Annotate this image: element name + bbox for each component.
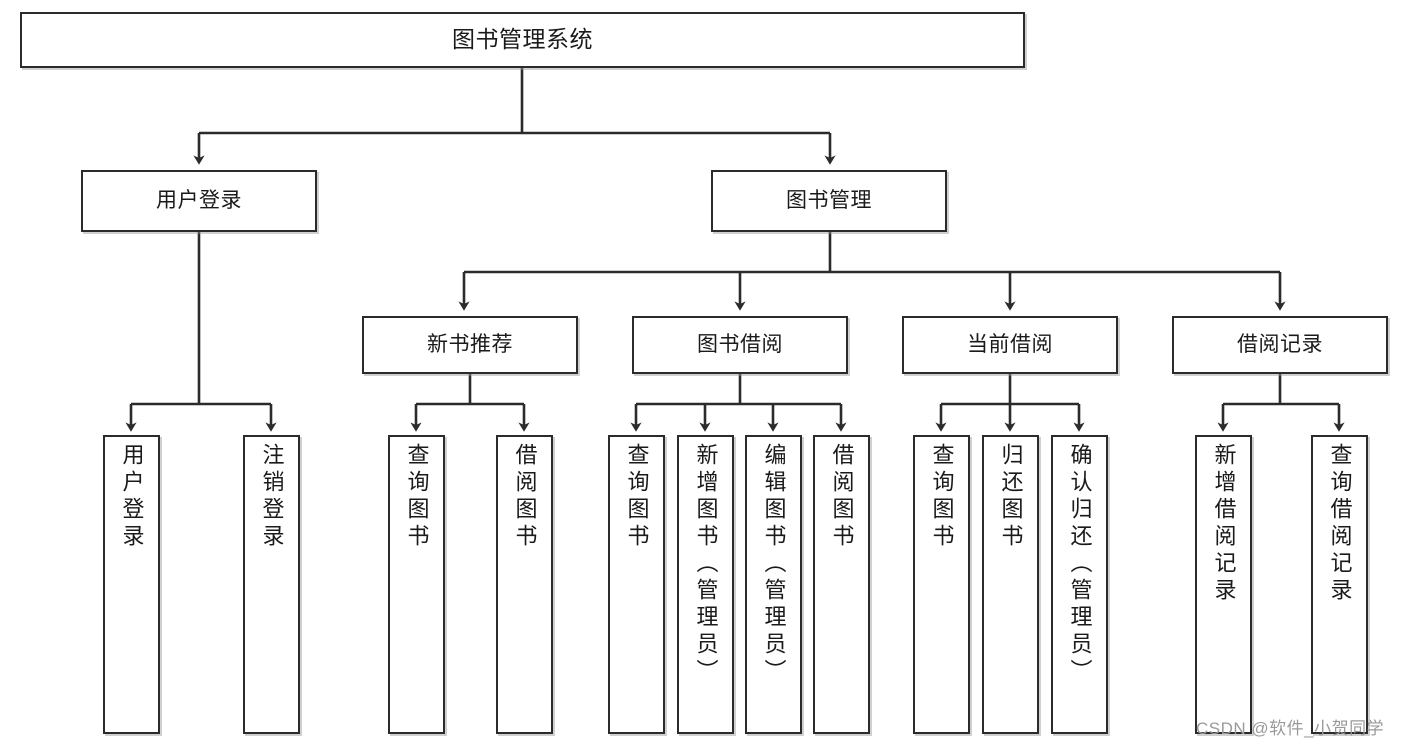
leaf-borrow-record-add-record[interactable]: 新增借阅记录 bbox=[1195, 435, 1252, 734]
node-label: 借阅图书 bbox=[512, 443, 538, 551]
leaf-current-borrow-query-books[interactable]: 查询图书 bbox=[913, 435, 970, 734]
node-label: 图书管理 bbox=[786, 189, 872, 213]
node-label: 新增借阅记录 bbox=[1211, 443, 1237, 605]
node-label: 查询图书 bbox=[624, 443, 650, 551]
node-label: 借阅图书 bbox=[829, 443, 855, 551]
leaf-current-borrow-return-books[interactable]: 归还图书 bbox=[982, 435, 1039, 734]
leaf-book-borrow-edit-book-admin[interactable]: 编辑图书（管理员） bbox=[745, 435, 802, 734]
node-label: 查询图书 bbox=[404, 443, 430, 551]
node-label: 注销登录 bbox=[259, 443, 285, 551]
leaf-new-book-query-books[interactable]: 查询图书 bbox=[388, 435, 445, 734]
node-label: 用户登录 bbox=[156, 189, 242, 213]
node-label: 新增图书（管理员） bbox=[693, 443, 719, 686]
node-label: 新书推荐 bbox=[427, 333, 513, 357]
node-label: 借阅记录 bbox=[1237, 333, 1323, 357]
node-label: 查询图书 bbox=[929, 443, 955, 551]
node-user-login[interactable]: 用户登录 bbox=[81, 170, 317, 232]
leaf-book-borrow-add-book-admin[interactable]: 新增图书（管理员） bbox=[677, 435, 734, 734]
node-label: 图书管理系统 bbox=[452, 26, 593, 53]
node-label: 用户登录 bbox=[119, 443, 145, 551]
node-label: 图书借阅 bbox=[697, 333, 783, 357]
leaf-user-login-logout[interactable]: 注销登录 bbox=[243, 435, 300, 734]
node-current-borrowing[interactable]: 当前借阅 bbox=[902, 316, 1118, 374]
leaf-book-borrow-query-books[interactable]: 查询图书 bbox=[608, 435, 665, 734]
node-label: 编辑图书（管理员） bbox=[761, 443, 787, 686]
leaf-current-borrow-confirm-return-admin[interactable]: 确认归还（管理员） bbox=[1051, 435, 1108, 734]
node-borrowing-record[interactable]: 借阅记录 bbox=[1172, 316, 1388, 374]
node-book-management[interactable]: 图书管理 bbox=[711, 170, 947, 232]
node-new-book-recommendation[interactable]: 新书推荐 bbox=[362, 316, 578, 374]
node-label: 查询借阅记录 bbox=[1327, 443, 1353, 605]
leaf-user-login-login[interactable]: 用户登录 bbox=[103, 435, 160, 734]
leaf-borrow-record-query-record[interactable]: 查询借阅记录 bbox=[1311, 435, 1368, 734]
node-book-borrowing[interactable]: 图书借阅 bbox=[632, 316, 848, 374]
watermark-text: CSDN @软件_小贺同学 bbox=[1196, 719, 1385, 738]
leaf-book-borrow-borrow-books[interactable]: 借阅图书 bbox=[813, 435, 870, 734]
node-label: 当前借阅 bbox=[967, 333, 1053, 357]
node-label: 归还图书 bbox=[998, 443, 1024, 551]
node-label: 确认归还（管理员） bbox=[1067, 443, 1093, 686]
leaf-new-book-borrow-books[interactable]: 借阅图书 bbox=[496, 435, 553, 734]
node-root-book-management-system[interactable]: 图书管理系统 bbox=[20, 12, 1025, 68]
